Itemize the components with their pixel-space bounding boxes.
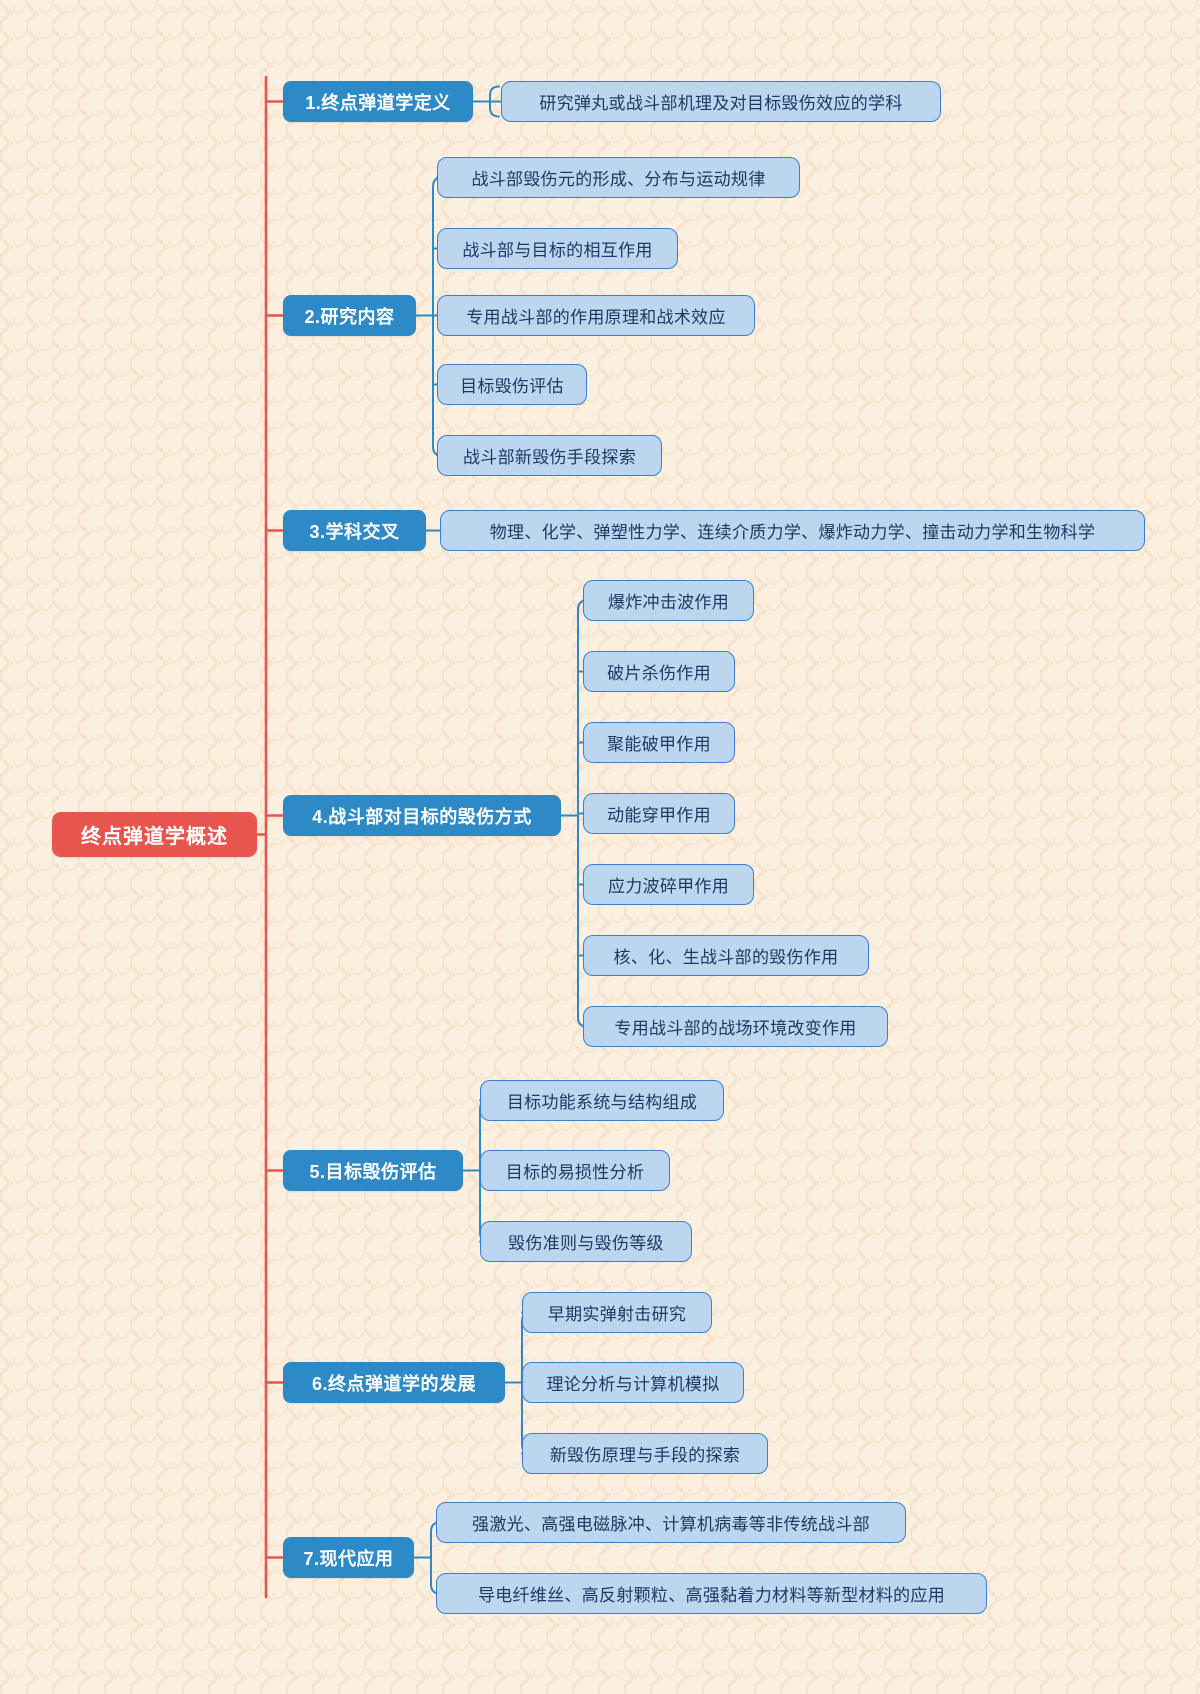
leaf-node-4-5[interactable]: 应力波碎甲作用	[583, 864, 754, 905]
leaf-node-6-2[interactable]: 理论分析与计算机模拟	[522, 1362, 744, 1403]
leaf-node-5-2[interactable]: 目标的易损性分析	[480, 1150, 670, 1191]
leaf-node-5-1[interactable]: 目标功能系统与结构组成	[480, 1080, 724, 1121]
branch-node-1[interactable]: 1.终点弹道学定义	[283, 81, 473, 122]
leaf-node-7-2[interactable]: 导电纤维丝、高反射颗粒、高强黏着力材料等新型材料的应用	[436, 1573, 987, 1614]
leaf-node-4-2[interactable]: 破片杀伤作用	[583, 651, 735, 692]
root-node[interactable]: 终点弹道学概述	[52, 812, 257, 857]
branch-node-6[interactable]: 6.终点弹道学的发展	[283, 1362, 505, 1403]
leaf-node-2-4[interactable]: 目标毁伤评估	[437, 364, 587, 405]
leaf-node-2-2[interactable]: 战斗部与目标的相互作用	[437, 228, 678, 269]
leaf-node-7-1[interactable]: 强激光、高强电磁脉冲、计算机病毒等非传统战斗部	[436, 1502, 906, 1543]
leaf-node-2-3[interactable]: 专用战斗部的作用原理和战术效应	[437, 295, 755, 336]
leaf-node-6-1[interactable]: 早期实弹射击研究	[522, 1292, 712, 1333]
leaf-node-1-1[interactable]: 研究弹丸或战斗部机理及对目标毁伤效应的学科	[501, 81, 941, 122]
branch-node-4[interactable]: 4.战斗部对目标的毁伤方式	[283, 795, 561, 836]
branch-node-7[interactable]: 7.现代应用	[283, 1537, 414, 1578]
leaf-node-4-1[interactable]: 爆炸冲击波作用	[583, 580, 754, 621]
branch-node-3[interactable]: 3.学科交叉	[283, 510, 426, 551]
leaf-node-4-7[interactable]: 专用战斗部的战场环境改变作用	[583, 1006, 888, 1047]
leaf-node-4-4[interactable]: 动能穿甲作用	[583, 793, 735, 834]
leaf-node-4-6[interactable]: 核、化、生战斗部的毁伤作用	[583, 935, 869, 976]
branch-node-2[interactable]: 2.研究内容	[283, 295, 416, 336]
leaf-node-4-3[interactable]: 聚能破甲作用	[583, 722, 735, 763]
branch-node-5[interactable]: 5.目标毁伤评估	[283, 1150, 463, 1191]
leaf-node-6-3[interactable]: 新毁伤原理与手段的探索	[522, 1433, 768, 1474]
leaf-node-2-5[interactable]: 战斗部新毁伤手段探索	[437, 435, 662, 476]
leaf-node-2-1[interactable]: 战斗部毁伤元的形成、分布与运动规律	[437, 157, 800, 198]
leaf-node-3-1[interactable]: 物理、化学、弹塑性力学、连续介质力学、爆炸动力学、撞击动力学和生物科学	[440, 510, 1145, 551]
leaf-node-5-3[interactable]: 毁伤准则与毁伤等级	[480, 1221, 692, 1262]
